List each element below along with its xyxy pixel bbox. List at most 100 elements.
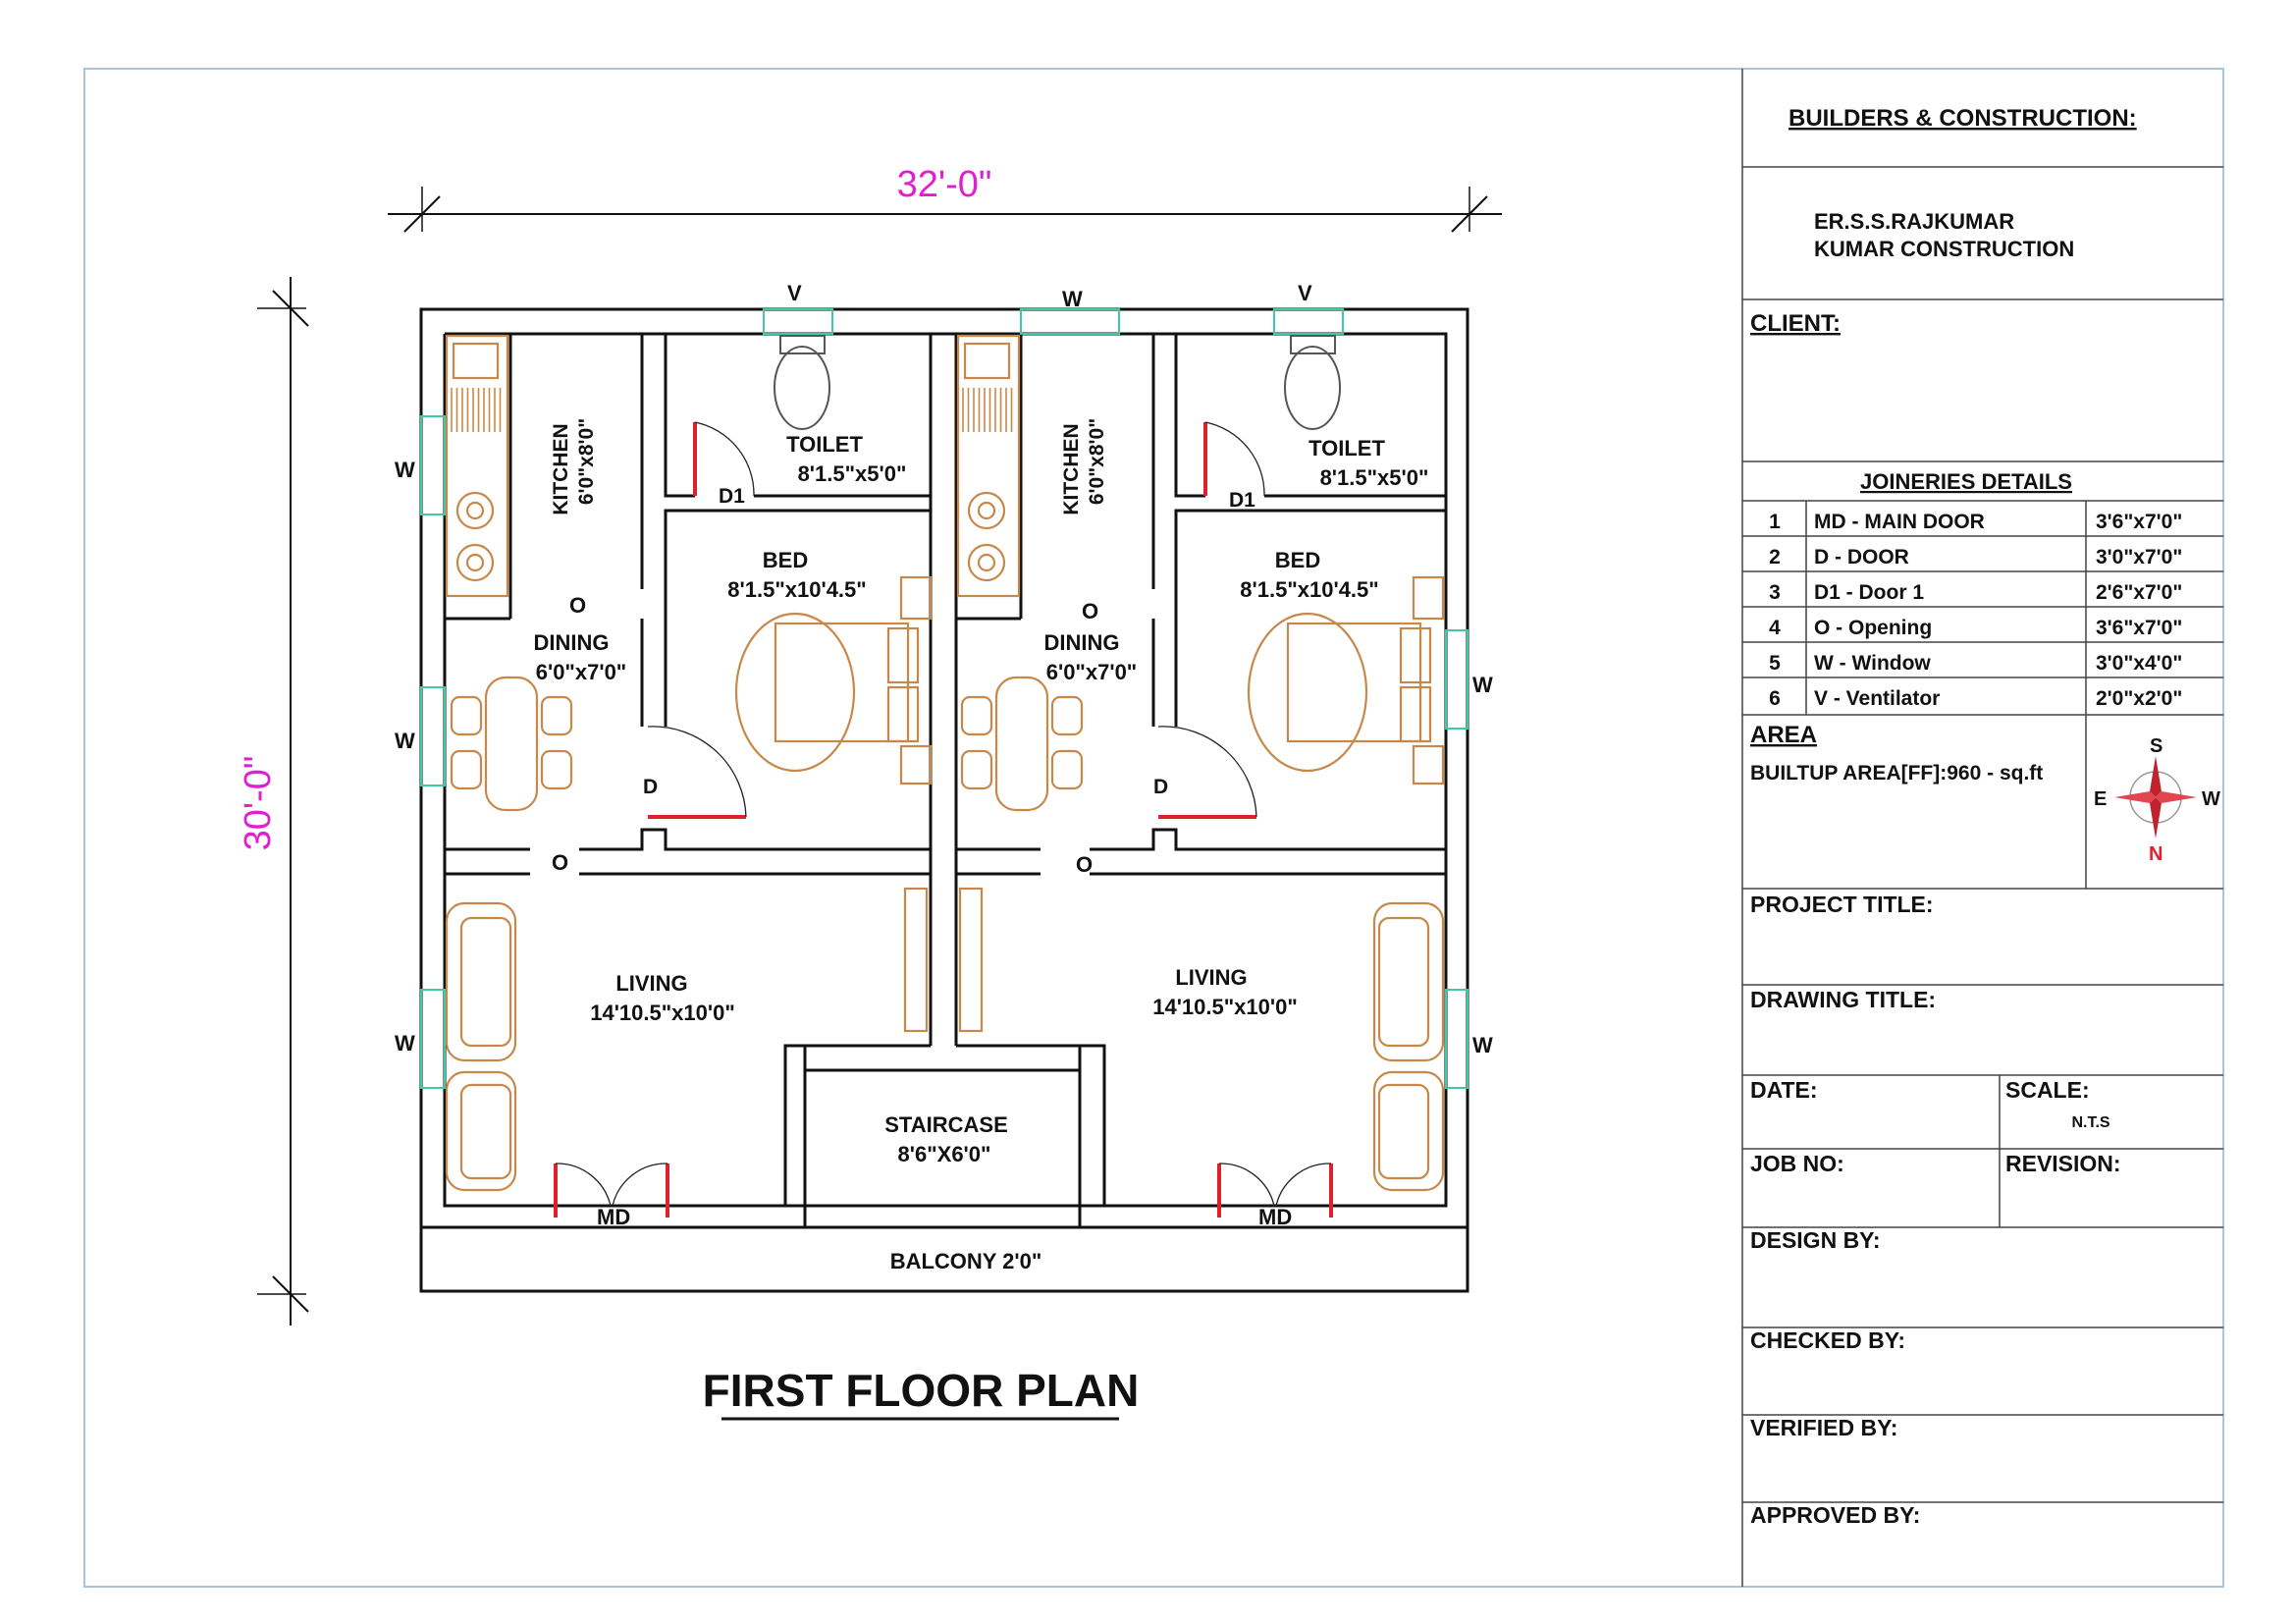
tag-o-4: O: [1076, 852, 1093, 877]
joinery-item: MD - MAIN DOOR: [1814, 511, 1985, 533]
scale-value: N.T.S: [2071, 1114, 2109, 1131]
tag-o-2: O: [1082, 599, 1098, 623]
joinery-item: V - Ventilator: [1814, 687, 1940, 710]
joinery-size: 2'0"x2'0": [2096, 687, 2182, 710]
windows: [420, 308, 1468, 1089]
dining-left-size: 6'0"x7'0": [536, 660, 627, 684]
dining-right-size: 6'0"x7'0": [1046, 660, 1138, 684]
compass-s: S: [2150, 735, 2163, 757]
drawing-title-label: DRAWING TITLE:: [1750, 987, 1936, 1012]
floor-plan-walls: [419, 307, 1469, 1293]
tag-d1-1: D1: [719, 485, 745, 508]
dining-left-name: DINING: [534, 630, 610, 655]
kitchen-right-size: 6'0"x8'0": [1086, 418, 1108, 505]
toilet-right-size: 8'1.5"x5'0": [1320, 465, 1429, 490]
dining-right-name: DINING: [1044, 630, 1120, 655]
joinery-no: 4: [1769, 617, 1781, 639]
tag-d-2: D: [1153, 776, 1168, 798]
joinery-item: O - Opening: [1814, 617, 1932, 639]
compass-n: N: [2149, 843, 2163, 865]
sofa-left: [445, 901, 517, 1192]
dimension-width: 32'-0": [388, 164, 1502, 233]
tag-d-1: D: [643, 776, 658, 798]
tag-md-1: MD: [597, 1205, 630, 1229]
joinery-item: D - DOOR: [1814, 546, 1909, 568]
checked-by-label: CHECKED BY:: [1750, 1327, 1905, 1353]
builtup-area: BUILTUP AREA[FF]:960 - sq.ft: [1750, 762, 2043, 785]
title-block: BUILDERS & CONSTRUCTION: ER.S.S.RAJKUMAR…: [1741, 69, 2223, 1587]
joinery-item: W - Window: [1814, 652, 1931, 675]
tag-v-2: V: [1298, 281, 1312, 305]
toilet-left-size: 8'1.5"x5'0": [798, 461, 907, 486]
joinery-no: 3: [1769, 581, 1781, 604]
scale-label: SCALE:: [2005, 1077, 2090, 1103]
bed-right-name: BED: [1275, 548, 1320, 572]
tag-o-1: O: [569, 593, 586, 618]
kitchen-left-name: KITCHEN: [550, 423, 572, 514]
compass-w: W: [2202, 788, 2220, 810]
bed-right: [1247, 575, 1445, 785]
living-left-size: 14'10.5"x10'0": [590, 1001, 735, 1025]
sofa-right: [1372, 901, 1445, 1192]
tag-w-4: W: [1472, 673, 1493, 697]
bed-left-name: BED: [763, 548, 808, 572]
staircase-name: STAIRCASE: [884, 1112, 1008, 1137]
tag-w-2: W: [395, 729, 415, 753]
kitchen-right-name: KITCHEN: [1060, 423, 1083, 514]
dimension-height-label: 30'-0": [238, 756, 279, 851]
kitchen-counter-left: [445, 334, 509, 598]
verified-by-label: VERIFIED BY:: [1750, 1415, 1897, 1440]
living-right-name: LIVING: [1175, 965, 1247, 990]
builder-name: ER.S.S.RAJKUMAR: [1814, 209, 2014, 234]
dimension-height: 30'-0": [238, 277, 309, 1326]
joinery-size: 3'0"x4'0": [2096, 652, 2182, 675]
client-label: CLIENT:: [1750, 310, 1841, 337]
living-right-size: 14'10.5"x10'0": [1152, 995, 1298, 1019]
tag-w-6: W: [1062, 287, 1083, 311]
sheet-border: [83, 68, 2224, 1588]
tag-d1-2: D1: [1229, 489, 1255, 512]
toilet-right-name: TOILET: [1308, 436, 1385, 460]
builder-company: KUMAR CONSTRUCTION: [1814, 237, 2074, 261]
builders-heading: BUILDERS & CONSTRUCTION:: [1789, 105, 2137, 132]
project-title-label: PROJECT TITLE:: [1750, 892, 1934, 917]
compass-e: E: [2094, 788, 2107, 810]
kitchen-left-size: 6'0"x8'0": [575, 418, 598, 505]
joinery-size: 3'6"x7'0": [2096, 511, 2182, 533]
joinery-size: 3'0"x7'0": [2096, 546, 2182, 568]
joineries-heading: JOINERIES DETAILS: [1860, 469, 2072, 494]
balcony-label: BALCONY 2'0": [890, 1249, 1042, 1273]
dimension-width-label: 32'-0": [897, 164, 992, 205]
bed-left-size: 8'1.5"x10'4.5": [727, 577, 866, 602]
joinery-size: 2'6"x7'0": [2096, 581, 2182, 604]
approved-by-label: APPROVED BY:: [1750, 1502, 1920, 1528]
joinery-no: 2: [1769, 546, 1781, 568]
room-labels: KITCHEN 6'0"x8'0" KITCHEN 6'0"x8'0" TOIL…: [534, 418, 1429, 1273]
bed-right-size: 8'1.5"x10'4.5": [1240, 577, 1378, 602]
joinery-table: 1 MD - MAIN DOOR 3'6"x7'0" 2 D - DOOR 3'0"x7'…: [1769, 511, 2182, 710]
tv-units: [903, 887, 984, 1033]
dining-table-right: [960, 676, 1084, 812]
revision-label: REVISION:: [2005, 1151, 2121, 1176]
toilet-fixture-right: [1284, 335, 1341, 430]
joinery-no: 1: [1769, 511, 1781, 533]
living-left-name: LIVING: [615, 971, 687, 996]
bed-left: [734, 575, 933, 785]
job-no-label: JOB NO:: [1750, 1151, 1844, 1176]
toilet-left-name: TOILET: [786, 432, 863, 457]
tag-w-5: W: [1472, 1033, 1493, 1057]
joinery-no: 5: [1769, 652, 1781, 675]
dining-table-left: [450, 676, 573, 812]
joinery-size: 3'6"x7'0": [2096, 617, 2182, 639]
tag-o-3: O: [552, 850, 568, 875]
toilet-fixture-left: [774, 335, 830, 430]
joinery-no: 6: [1769, 687, 1781, 710]
plan-title: FIRST FLOOR PLAN: [703, 1365, 1140, 1416]
kitchen-counter-right: [956, 334, 1021, 598]
joinery-item: D1 - Door 1: [1814, 581, 1924, 604]
tag-v-1: V: [787, 281, 802, 305]
tag-w-3: W: [395, 1031, 415, 1056]
tag-md-2: MD: [1258, 1205, 1292, 1229]
date-label: DATE:: [1750, 1077, 1818, 1103]
